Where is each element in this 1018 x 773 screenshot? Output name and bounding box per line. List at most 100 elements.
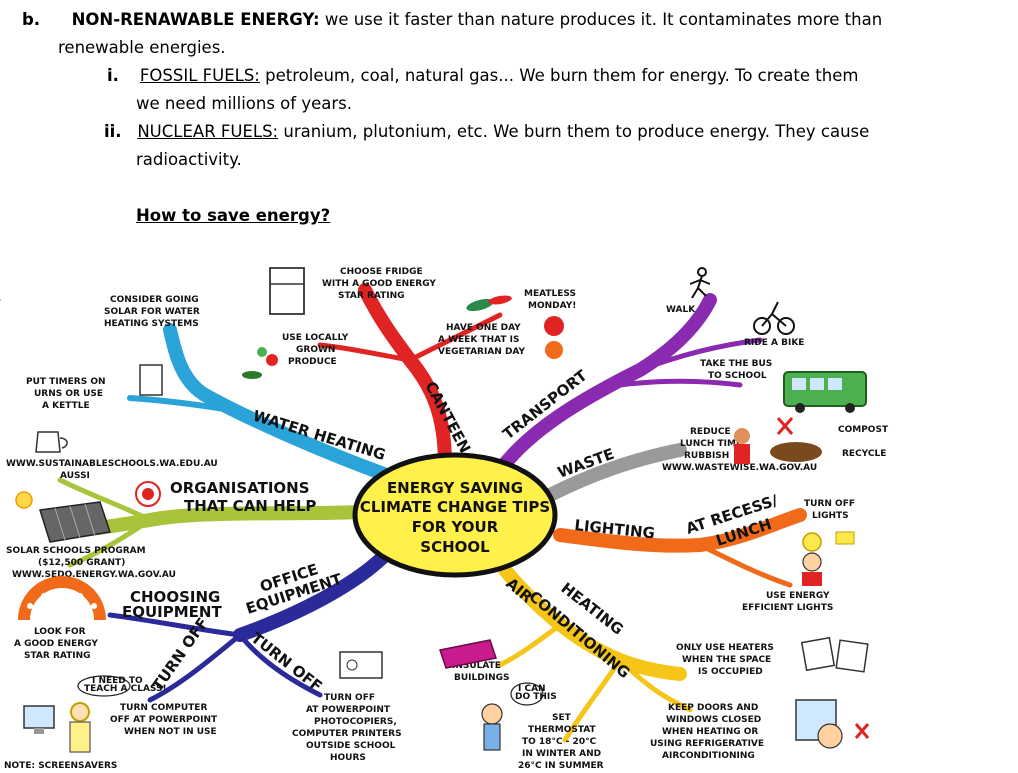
leaf-thermostat: SET THERMOSTAT TO 18°C - 20°C IN WINTER … (518, 713, 604, 771)
leaf-doors-5: AIRCONDITIONING (662, 751, 755, 761)
leaf-rubbish: REDUCE LUNCH TIME RUBBISH WWW.WASTEWISE.… (662, 427, 817, 473)
leaf-turn-computer-2: OFF AT POWERPOINT (110, 715, 218, 725)
leaf-local-1: USE LOCALLY (282, 333, 349, 343)
item-b-text: we use it faster than nature produces it… (324, 10, 883, 29)
branch-lighting-efficient (697, 542, 793, 588)
insulation-icon (439, 639, 497, 669)
leaf-meatless-1: MEATLESS (524, 289, 576, 299)
thermostat-person-icon (481, 703, 503, 751)
leaf-lights-1: TURN OFF (804, 499, 855, 509)
center-line-3: FOR YOUR (412, 518, 499, 536)
leaf-local-2: GROWN (296, 345, 335, 355)
leaf-photocopiers-3: PHOTOCOPIERS, (314, 717, 397, 727)
leaf-heaters-1: ONLY USE HEATERS (676, 643, 774, 653)
leaf-local-3: PRODUCE (288, 357, 337, 367)
label-organisations-1: ORGANISATIONS (170, 479, 310, 497)
leaf-vegetarian-2: A WEEK THAT IS (438, 335, 519, 345)
center-line-4: SCHOOL (420, 538, 490, 556)
leaf-bike: RIDE A BIKE (744, 338, 804, 348)
item-b: b. NON-RENAWABLE ENERGY: we use it faste… (22, 10, 882, 30)
leaf-fridge-3: STAR RATING (338, 291, 405, 301)
leaf-insulate-1: INSULATE (452, 661, 501, 671)
leaf-doors-1: KEEP DOORS AND (668, 703, 758, 713)
item-ii-marker: ii. (104, 122, 122, 141)
leaf-efficient: USE ENERGY EFFICIENT LIGHTS (742, 591, 833, 613)
item-i-marker: i. (107, 66, 119, 85)
leaf-photocopiers-6: HOURS (330, 753, 366, 763)
teacher-icon (69, 702, 91, 753)
leaf-website-1: WWW.SUSTAINABLESCHOOLS.WA.EDU.AU (6, 459, 218, 469)
branch-office-right (237, 632, 323, 698)
food-bowl-icon (544, 316, 564, 359)
label-turn-off-right: TURN OFF (248, 629, 326, 696)
item-b-text-cont: renewable energies. (58, 38, 226, 57)
center-line-1: ENERGY SAVING (387, 479, 523, 497)
produce-icon (242, 347, 278, 379)
document-section: b. NON-RENAWABLE ENERGY: we use it faste… (0, 0, 1018, 250)
center-line-2: CLIMATE CHANGE TIPS (360, 498, 550, 516)
branch-transport-bus (617, 378, 743, 388)
cross-icon-window (854, 723, 870, 739)
leaf-turn-computer-1: TURN COMPUTER (120, 703, 207, 713)
leaf-turn-computer-3: WHEN NOT IN USE (124, 727, 217, 737)
item-ii-text: uranium, plutonium, etc. We burn them to… (283, 122, 870, 141)
leaf-insulate-2: BUILDINGS (454, 673, 509, 683)
branch-transport-bike (637, 337, 763, 373)
leaf-bus: TAKE THE BUS TO SCHOOL (700, 359, 772, 381)
leaf-photocopiers-5: OUTSIDE SCHOOL (306, 741, 396, 751)
item-i: i. FOSSIL FUELS: petroleum, coal, natura… (107, 66, 858, 86)
branch-air (498, 563, 687, 681)
star-rating-icon (18, 576, 106, 621)
leaf-photocopiers-1: TURN OFF (324, 693, 375, 703)
leaf-efficient-2: EFFICIENT LIGHTS (742, 603, 833, 613)
leaf-heaters: ONLY USE HEATERS WHEN THE SPACE IS OCCUP… (676, 643, 774, 677)
leaf-heaters-3: IS OCCUPIED (698, 667, 763, 677)
leaf-solar-program-1: SOLAR SCHOOLS PROGRAM (6, 546, 146, 556)
leaf-thermostat-3: TO 18°C - 20°C (522, 737, 597, 747)
bike-icon (753, 301, 795, 335)
leaf-vegetarian-1: HAVE ONE DAY (446, 323, 521, 333)
leaf-timers-3: A KETTLE (42, 401, 90, 411)
leaf-rubbish-3: RUBBISH (684, 451, 729, 461)
leaf-thermostat-4: IN WINTER AND (522, 749, 601, 759)
branch-waste (543, 443, 687, 502)
leaf-solar-2: SOLAR FOR WATER (104, 307, 200, 317)
speech-teach-2: TEACH A CLASS! (84, 684, 167, 694)
leaf-rubbish-1: REDUCE (690, 427, 731, 437)
leaf-fridge-1: CHOOSE FRIDGE (340, 267, 423, 277)
leaf-photocopiers: TURN OFF AT POWERPOINT PHOTOCOPIERS, COM… (292, 693, 402, 763)
leaf-walk: WALK (666, 305, 696, 315)
branch-office-choose (107, 612, 243, 638)
computer-icon (23, 705, 55, 734)
label-equipment: EQUIPMENT (122, 603, 222, 621)
leaf-thermostat-1: SET (552, 713, 572, 723)
powerpoint-icon (339, 651, 383, 679)
speech-teach-1: I NEED TO (92, 676, 143, 686)
leaf-rubbish-4: WWW.WASTEWISE.WA.GOV.AU (662, 463, 817, 473)
vegetables-icon (466, 295, 512, 312)
leaf-website-2: AUSSI (60, 471, 90, 481)
branch-air-insulate (497, 622, 563, 668)
item-i-text: petroleum, coal, natural gas... We burn … (265, 66, 859, 85)
leaf-doors-4: USING REFRIGERATIVE (650, 739, 764, 749)
leaf-fridge: CHOOSE FRIDGE WITH A GOOD ENERGY STAR RA… (322, 267, 436, 301)
leaf-heaters-2: WHEN THE SPACE (682, 655, 771, 665)
save-energy-heading: How to save energy? (136, 206, 331, 225)
leaf-thermostat-2: THERMOSTAT (528, 725, 597, 735)
branch-org-top (57, 477, 153, 523)
leaf-vegetarian: HAVE ONE DAY A WEEK THAT IS VEGETARIAN D… (438, 323, 526, 357)
leaf-photocopiers-4: COMPUTER PRINTERS (292, 729, 402, 739)
item-ii-heading: NUCLEAR FUELS: (137, 122, 279, 141)
leaf-thermostat-5: 26°C IN SUMMER (518, 761, 604, 771)
leaf-solar-3: HEATING SYSTEMS (104, 319, 199, 329)
branch-canteen-meatless (407, 312, 503, 363)
branch-water-timers (127, 395, 233, 413)
walking-person-icon (689, 267, 711, 299)
leaf-doors: KEEP DOORS AND WINDOWS CLOSED WHEN HEATI… (650, 703, 764, 761)
label-choosing: CHOOSING (130, 588, 220, 606)
leaf-meatless: MEATLESS MONDAY! (524, 289, 576, 311)
sun-icon (15, 491, 33, 509)
branch-air-thermostat (562, 657, 623, 743)
leaf-website: WWW.SUSTAINABLESCHOOLS.WA.EDU.AU AUSSI (6, 459, 218, 481)
branch-org-bottom (67, 517, 153, 568)
